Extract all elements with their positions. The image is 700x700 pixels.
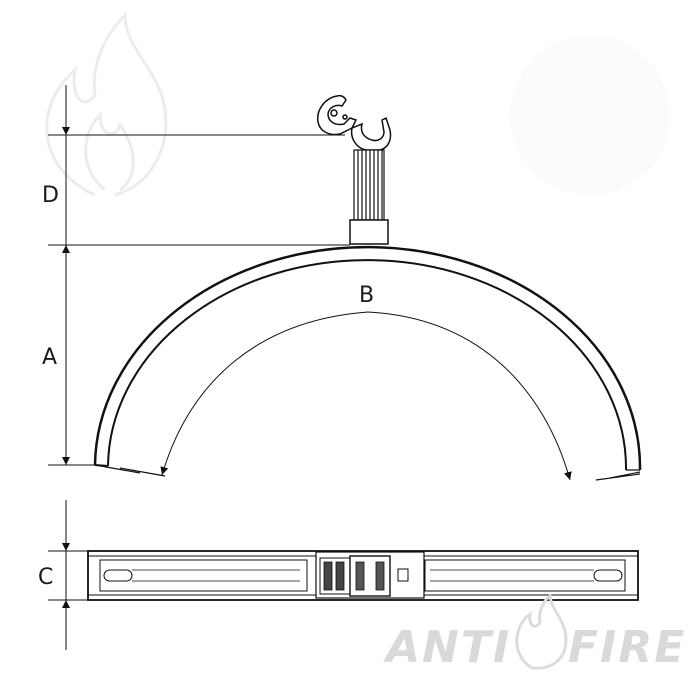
brand-right: FIRE — [568, 622, 686, 673]
reference-lines — [48, 134, 350, 601]
clamp-band — [93, 245, 642, 481]
brand-flame-icon — [515, 593, 568, 670]
label-c: C — [38, 565, 53, 590]
label-d: D — [42, 183, 59, 208]
threaded-rod — [353, 149, 385, 221]
background-shadow — [510, 35, 670, 195]
flame-watermark-icon — [45, 11, 168, 197]
brand-left: ANTI — [383, 622, 511, 673]
label-b: B — [359, 283, 374, 308]
base-nut — [349, 219, 389, 245]
hook-clip — [317, 94, 392, 151]
dimension-b-arc — [160, 311, 572, 481]
label-a: A — [42, 345, 57, 370]
center-buckle — [315, 551, 425, 599]
